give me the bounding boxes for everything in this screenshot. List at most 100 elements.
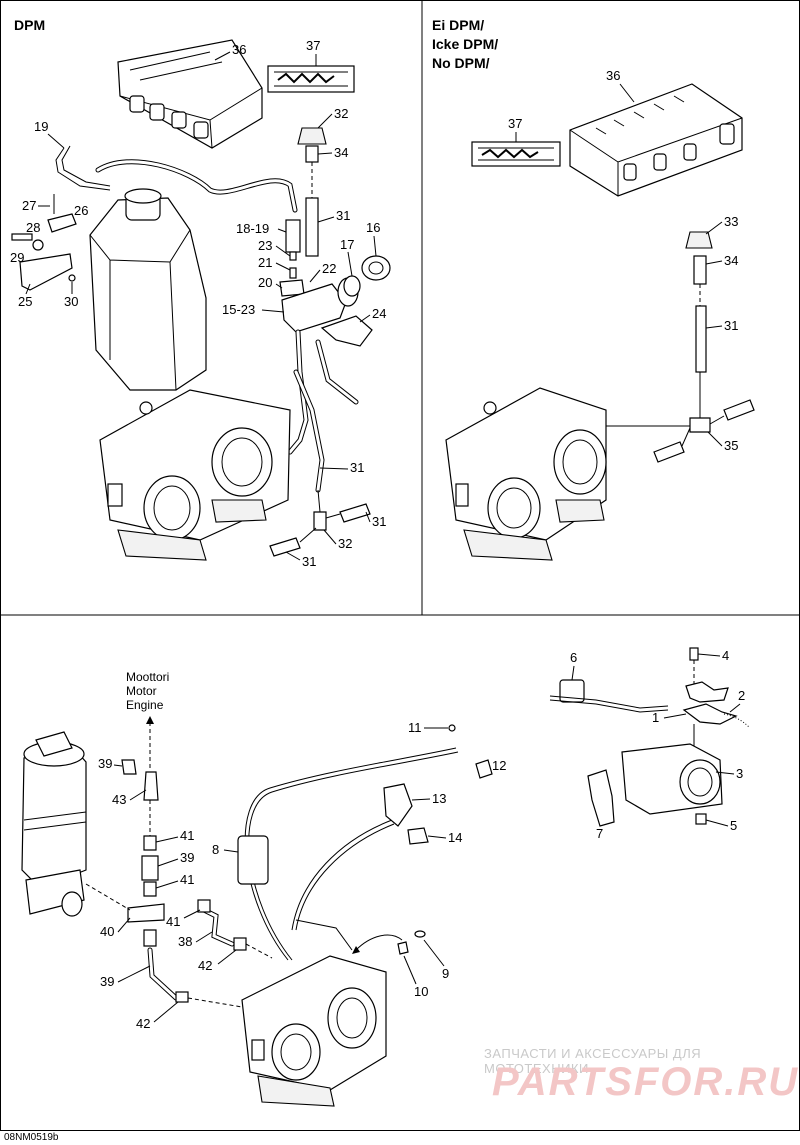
callout-11: 11 (408, 720, 422, 735)
tee-32-left (313, 511, 327, 531)
watermark-logo: PARTSFOR.RU (492, 1060, 800, 1104)
callout-17: 17 (340, 237, 354, 252)
callout-35: 35 (724, 438, 738, 453)
callout-32: 32 (334, 106, 348, 121)
callout-2: 2 (738, 688, 745, 703)
callout-7: 7 (596, 826, 603, 841)
clamp-41-c (143, 929, 157, 947)
callout-27: 27 (22, 198, 36, 213)
callout-24: 24 (372, 306, 386, 321)
decal-37 (267, 65, 355, 93)
callout-13: 13 (432, 791, 446, 806)
callout-42-low: 42 (136, 1016, 150, 1031)
cap-16 (361, 255, 391, 281)
callout-30: 30 (64, 294, 78, 309)
throttle-assembly (21, 647, 751, 1107)
fitting-43 (143, 771, 159, 801)
callout-41-c-anchor: 40 (118, 926, 132, 941)
callout-36-alt: 36 (606, 68, 620, 83)
callout-12: 12 (492, 758, 506, 773)
oring-17 (343, 275, 361, 297)
hose-31-top (305, 197, 319, 257)
callout-41-d: 41 (166, 914, 180, 929)
carburetor-assembly-right (445, 387, 607, 561)
callout-42-mid: 42 (198, 958, 212, 973)
no-dpm-assembly (445, 83, 755, 561)
callout-32-tee: 32 (338, 536, 352, 551)
callout-39-top: 39 (98, 756, 112, 771)
fitting-42-low (175, 991, 189, 1003)
cover-7 (587, 769, 615, 827)
fitting-42-mid (233, 937, 247, 951)
alt-title-line-3: No DPM/ (432, 55, 490, 71)
callout-21: 21 (258, 255, 272, 270)
clip-24 (320, 315, 373, 347)
callout-34-alt: 34 (724, 253, 738, 268)
bracket-25 (19, 253, 73, 291)
callout-8: 8 (212, 842, 219, 857)
sensor-18-19 (285, 219, 301, 253)
dpm-title: DPM (14, 17, 45, 33)
callout-31-top: 31 (336, 208, 350, 223)
junction-8 (237, 835, 269, 885)
callout-23: 23 (258, 238, 272, 253)
callout-1: 1 (652, 710, 659, 725)
oil-tank (89, 197, 207, 391)
callout-3: 3 (736, 766, 743, 781)
callout-18-19: 18-19 (236, 221, 269, 236)
callout-10: 10 (414, 984, 428, 999)
callout-15-23: 15-23 (222, 302, 255, 317)
tee-40 (127, 903, 165, 923)
alt-title-line-1: Ei DPM/ (432, 17, 484, 33)
callout-16: 16 (366, 220, 380, 235)
clamp-41-b (143, 881, 157, 897)
hose-39-mid (141, 855, 159, 881)
callout-4: 4 (722, 648, 729, 663)
washer-9 (414, 930, 426, 938)
engine-label-line-3: Engine (126, 698, 164, 712)
cap-33 (685, 231, 713, 249)
callout-6: 6 (570, 650, 577, 665)
callouts-bottom: 6 4 2 1 3 7 5 11 12 13 14 8 39 43 41 39 … (98, 648, 745, 1031)
figure-code: 08NM0519b (4, 1132, 59, 1143)
screw-4 (689, 647, 699, 661)
cap-12 (475, 759, 493, 779)
callout-39-mid: 39 (180, 850, 194, 865)
callout-37-alt: 37 (508, 116, 522, 131)
callout-26: 26 (74, 203, 88, 218)
callout-22: 22 (322, 261, 336, 276)
engine-label-line-1: Moottori (126, 670, 169, 684)
callouts-top-left: 36 37 32 34 19 31 18-19 16 27 26 17 28 2… (10, 38, 386, 569)
ecu-module-36-alt (569, 83, 743, 197)
carburetor-assembly-bottom (241, 955, 387, 1107)
clip-10 (397, 941, 409, 955)
clamp-41-a (143, 835, 157, 851)
callout-33: 33 (724, 214, 738, 229)
callout-37: 37 (306, 38, 320, 53)
callout-19: 19 (34, 119, 48, 134)
dpm-assembly (11, 39, 391, 561)
callout-31-right: 31 (372, 514, 386, 529)
callout-41-b: 41 (180, 872, 194, 887)
callout-39-low: 39 (100, 974, 114, 989)
lever-1-top (685, 681, 729, 703)
callout-25: 25 (18, 294, 32, 309)
clamp-41-d (197, 899, 211, 913)
screw-5 (695, 813, 707, 825)
callout-31-alt: 31 (724, 318, 738, 333)
hose-31-alt (695, 305, 707, 373)
callout-36: 36 (232, 42, 246, 57)
tee-35 (689, 417, 711, 433)
callout-38: 38 (178, 934, 192, 949)
grommet-14 (407, 827, 429, 845)
cap-32 (297, 127, 327, 145)
callout-29: 29 (10, 250, 24, 265)
callout-31-bottom: 31 (302, 554, 316, 569)
callout-28: 28 (26, 220, 40, 235)
watermark-tagline: ЗАПЧАСТИ И АКСЕССУАРЫ ДЛЯ МОТОТЕХНИКИ (484, 1046, 702, 1076)
clip-11 (448, 724, 456, 732)
clip-26 (47, 213, 77, 233)
callout-34: 34 (334, 145, 348, 160)
callout-43: 43 (112, 792, 126, 807)
callout-9: 9 (442, 966, 449, 981)
